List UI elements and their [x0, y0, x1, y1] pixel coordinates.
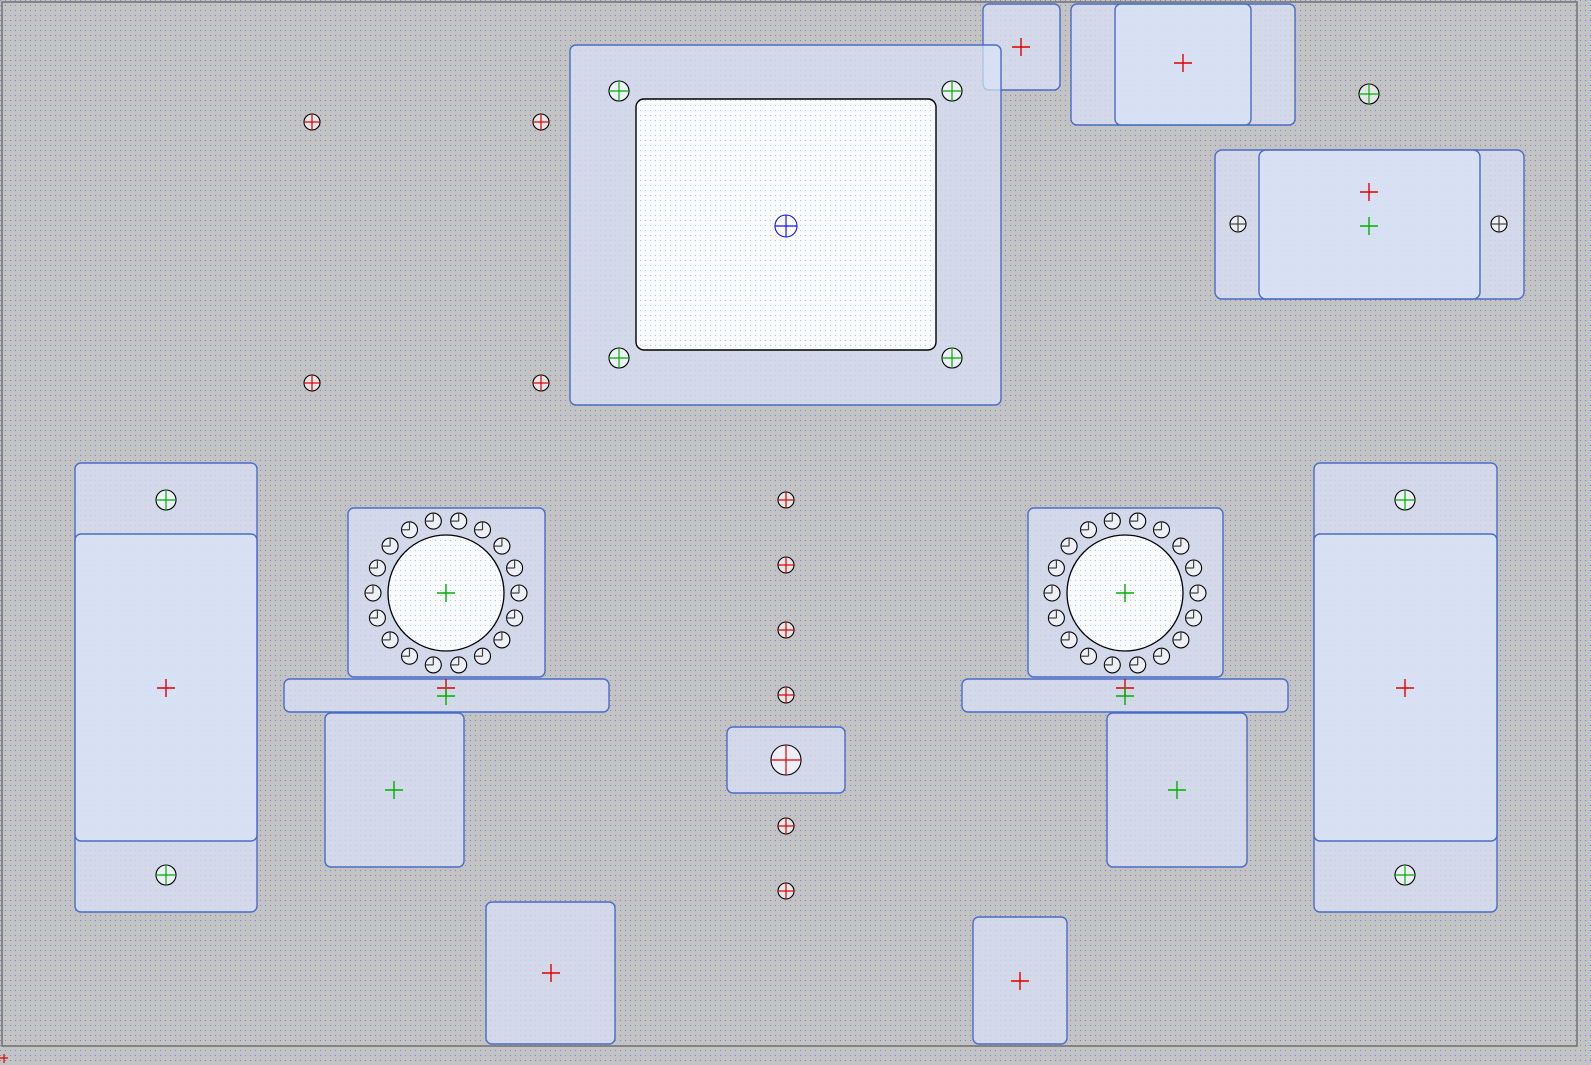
- ring-hole-1-15: [1152, 521, 1171, 539]
- ring-hole-1-1: [1185, 609, 1203, 627]
- origin-mark: [0, 1054, 8, 1063]
- red-hole-5: [777, 556, 795, 574]
- mounting-hole-6: [155, 864, 177, 886]
- hole-center-mark-3: [437, 687, 455, 705]
- part-center-mark-6: [1396, 679, 1414, 697]
- ring-hole-1-12: [1079, 521, 1098, 539]
- ring-hole-0-9: [364, 584, 382, 602]
- ring-hole-0-14: [450, 512, 468, 530]
- ring-hole-0-17: [506, 559, 524, 577]
- hole-center-mark-5: [385, 781, 403, 799]
- ring-hole-0-8: [368, 609, 386, 627]
- red-hole-3: [532, 374, 550, 392]
- red-hole-1: [532, 113, 550, 131]
- ring-hole-0-15: [473, 521, 492, 539]
- red-hole-4: [777, 491, 795, 509]
- ring-hole-0-11: [381, 537, 399, 555]
- ring-hole-1-0: [1189, 584, 1207, 602]
- ring-hole-0-1: [506, 609, 524, 627]
- red-hole-6: [777, 621, 795, 639]
- mounting-hole-5: [155, 489, 177, 511]
- red-hole-7: [777, 686, 795, 704]
- ring-hole-1-13: [1103, 512, 1121, 530]
- red-hole-2: [303, 374, 321, 392]
- ring-hole-0-10: [368, 559, 386, 577]
- red-hole-9: [777, 882, 795, 900]
- mounting-hole-2: [608, 347, 630, 369]
- mounting-hole-4: [1358, 83, 1380, 105]
- ring-hole-1-3: [1152, 647, 1171, 665]
- hole-center-mark-1: [437, 584, 455, 602]
- red-hole-0: [303, 113, 321, 131]
- red-hole-8: [777, 817, 795, 835]
- part-center-mark-1: [1174, 54, 1192, 72]
- cutout-center-mark: [774, 214, 798, 238]
- side-hole-0: [1229, 215, 1247, 233]
- part-center-mark-2: [1360, 183, 1378, 201]
- mounting-hole-3: [941, 347, 963, 369]
- part-center-mark-3: [157, 679, 175, 697]
- ring-hole-1-6: [1079, 647, 1098, 665]
- ring-hole-1-8: [1047, 609, 1065, 627]
- ring-hole-0-6: [400, 647, 419, 665]
- hole-center-mark-2: [1116, 584, 1134, 602]
- part-center-mark-7: [542, 964, 560, 982]
- part-center-mark-8: [1011, 972, 1029, 990]
- ring-hole-1-17: [1185, 559, 1203, 577]
- ring-hole-0-13: [424, 512, 442, 530]
- hole-center-mark-0: [1360, 217, 1378, 235]
- mounting-hole-8: [1394, 864, 1416, 886]
- ring-hole-1-5: [1103, 656, 1121, 674]
- side-hole-1: [1490, 215, 1508, 233]
- ring-hole-0-7: [381, 631, 399, 649]
- mounting-hole-7: [1394, 489, 1416, 511]
- connector-hole: [770, 744, 802, 776]
- ring-hole-0-4: [450, 656, 468, 674]
- ring-hole-1-7: [1060, 631, 1078, 649]
- ring-hole-1-4: [1129, 656, 1147, 674]
- mounting-hole-1: [941, 80, 963, 102]
- part-center-mark-0: [1012, 38, 1030, 56]
- ring-hole-1-9: [1043, 584, 1061, 602]
- ring-hole-1-14: [1129, 512, 1147, 530]
- ring-hole-0-3: [473, 647, 492, 665]
- ring-hole-0-2: [493, 631, 511, 649]
- ring-hole-1-2: [1172, 631, 1190, 649]
- marks-layer: [155, 38, 1508, 990]
- hole-center-mark-4: [1116, 687, 1134, 705]
- ring-hole-0-0: [510, 584, 528, 602]
- ring-hole-1-16: [1172, 537, 1190, 555]
- hole-center-mark-6: [1168, 781, 1186, 799]
- mounting-hole-0: [608, 80, 630, 102]
- ring-hole-1-11: [1060, 537, 1078, 555]
- ring-hole-0-12: [400, 521, 419, 539]
- ring-hole-0-5: [424, 656, 442, 674]
- ring-hole-0-16: [493, 537, 511, 555]
- ring-hole-1-10: [1047, 559, 1065, 577]
